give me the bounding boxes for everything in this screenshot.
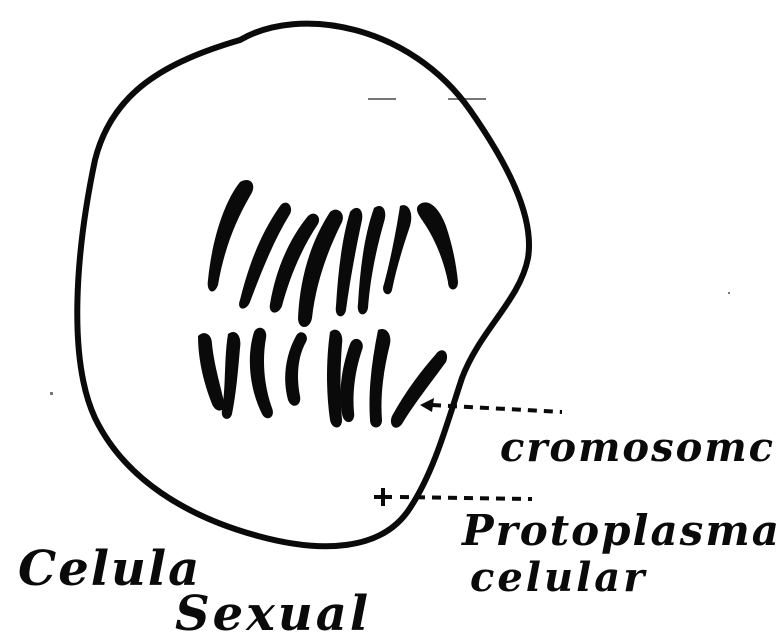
- chromosome: [327, 330, 342, 428]
- chromosome: [369, 329, 390, 428]
- chromosome: [250, 328, 273, 419]
- label-celula: Celula: [18, 545, 201, 593]
- arrow-icon: [420, 398, 434, 412]
- chromosome: [391, 350, 447, 427]
- chromosome: [208, 180, 254, 291]
- chromosomes-lower: [198, 328, 447, 428]
- chromosomes-upper: [208, 180, 458, 327]
- chromosome: [222, 332, 241, 419]
- chromosome: [198, 333, 224, 410]
- leader-protoplasma: [374, 488, 532, 506]
- label-cromosome: cromosomc: [500, 428, 775, 468]
- chromosome: [417, 202, 458, 289]
- chromosome: [285, 332, 307, 406]
- label-protoplasma: Protoplasma: [462, 510, 781, 552]
- leader-line: [400, 497, 532, 499]
- label-sexual: Sexual: [175, 590, 371, 638]
- chromosome: [358, 206, 386, 314]
- label-celular: celular: [470, 558, 647, 598]
- leader-cromosome: [420, 398, 562, 412]
- chromosome: [383, 205, 411, 294]
- chromosome: [340, 339, 362, 422]
- scan-artifacts: [50, 98, 730, 395]
